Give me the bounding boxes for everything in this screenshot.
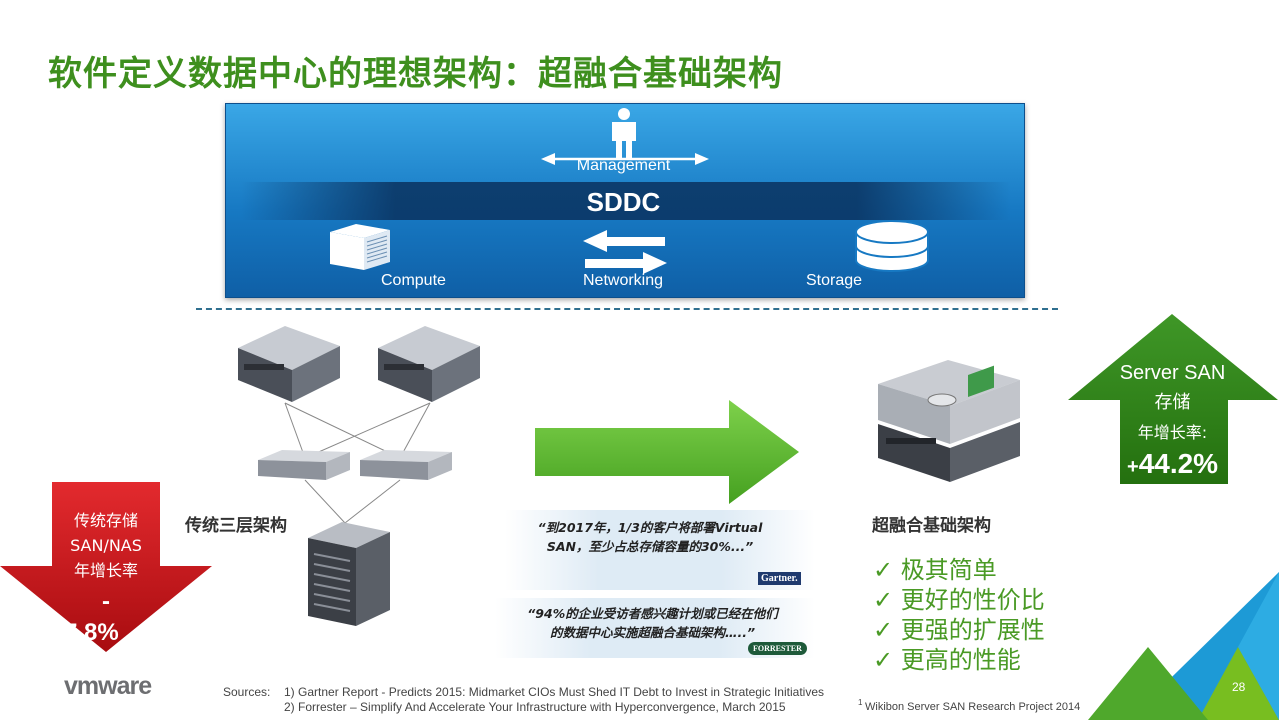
management-arrows-icon <box>541 153 709 165</box>
footnote-mark: 1 <box>858 698 863 707</box>
hci-label: 超融合基础架构 <box>872 516 991 536</box>
networking-icon <box>583 230 667 274</box>
networking-label: Networking <box>583 272 664 289</box>
gartner-quote-line1: “到2017年，1/3的客户将部署Virtual <box>537 520 763 535</box>
source-1: 1) Gartner Report - Predicts 2015: Midma… <box>284 685 824 699</box>
page-number: 28 <box>1232 680 1246 694</box>
corner-decoration <box>1088 572 1279 720</box>
up-arrow-value: 44.2% <box>1138 448 1219 479</box>
up-arrow-line2: 存储 <box>1154 392 1191 413</box>
storage-label: Storage <box>806 272 863 289</box>
hci-benefits-list: ✓ 极其简单 ✓ 更好的性价比 ✓ 更强的扩展性 ✓ 更高的性能 <box>873 550 1045 674</box>
right-arrow-icon <box>535 400 799 504</box>
server-icon <box>378 326 480 402</box>
up-arrow-value-row: +44.2% <box>1127 448 1218 480</box>
sddc-label: SDDC <box>586 187 661 217</box>
down-arrow-icon <box>0 482 212 652</box>
up-arrow-line3: 年增长率: <box>1137 423 1208 442</box>
storage-icon <box>855 220 929 272</box>
check-icon: ✓ <box>873 556 901 584</box>
source-2: 2) Forrester – Simplify And Accelerate Y… <box>284 700 786 714</box>
compute-label: Compute <box>381 272 446 289</box>
up-arrow-text: Server SAN 存储 年增长率: <box>1110 358 1235 448</box>
traditional-arch-label: 传统三层架构 <box>185 516 287 536</box>
management-label: Management <box>576 157 671 174</box>
up-arrow-sign: + <box>1127 456 1139 478</box>
benefit-item: ✓ 更好的性价比 <box>873 580 1045 614</box>
storage-array-icon <box>308 522 390 626</box>
forrester-quote-line1: “94%的企业受访者感兴趣计划或已经在他们 <box>527 606 778 621</box>
switch-icon <box>360 450 452 480</box>
sources-prefix: Sources: <box>223 685 271 699</box>
benefit-item: ✓ 更高的性能 <box>873 640 1045 674</box>
down-arrow-line1: 传统存储 <box>73 511 138 530</box>
benefit-text: 更好的性价比 <box>900 586 1045 614</box>
down-arrow-value: 7.8% <box>64 620 119 642</box>
compute-icon <box>330 224 390 270</box>
down-arrow-text: 传统存储 SAN/NAS 年增长率 <box>52 508 160 583</box>
server-icon <box>238 326 340 402</box>
slide-title: 软件定义数据中心的理想架构：超融合基础架构 <box>48 54 783 94</box>
benefit-item: ✓ 更强的扩展性 <box>873 610 1045 644</box>
check-icon: ✓ <box>873 586 901 614</box>
benefit-text: 极其简单 <box>900 556 997 584</box>
up-arrow-icon <box>1068 314 1278 484</box>
switch-icon <box>258 450 350 480</box>
footnote: Wikibon Server SAN Research Project 2014 <box>865 701 1081 713</box>
check-icon: ✓ <box>873 616 901 644</box>
forrester-quote-line2: 的数据中心实施超融合基础架构…..” <box>549 625 756 640</box>
vmware-logo: vmware <box>64 672 152 700</box>
gartner-logo: Gartner. <box>758 572 801 585</box>
benefit-text: 更高的性能 <box>900 646 1021 674</box>
person-icon <box>612 108 636 159</box>
down-arrow-sign: - <box>102 588 110 615</box>
gartner-quote-line2: SAN，至少占总存储容量的30%...” <box>546 539 754 554</box>
down-arrow-line2: SAN/NAS <box>70 536 142 555</box>
benefit-text: 更强的扩展性 <box>900 616 1045 644</box>
benefit-item: ✓ 极其简单 <box>873 550 1045 584</box>
hci-node-icon <box>878 360 1020 482</box>
dashed-divider <box>196 308 1058 310</box>
sddc-panel: Management SDDC Compute Networking Stora… <box>225 103 1025 298</box>
up-arrow-line1: Server SAN <box>1119 362 1226 384</box>
three-tier-diagram <box>238 326 480 626</box>
sddc-band <box>241 182 1011 220</box>
down-arrow-line3: 年增长率 <box>73 561 138 580</box>
forrester-logo: FORRESTER <box>748 642 807 655</box>
check-icon: ✓ <box>873 646 901 674</box>
